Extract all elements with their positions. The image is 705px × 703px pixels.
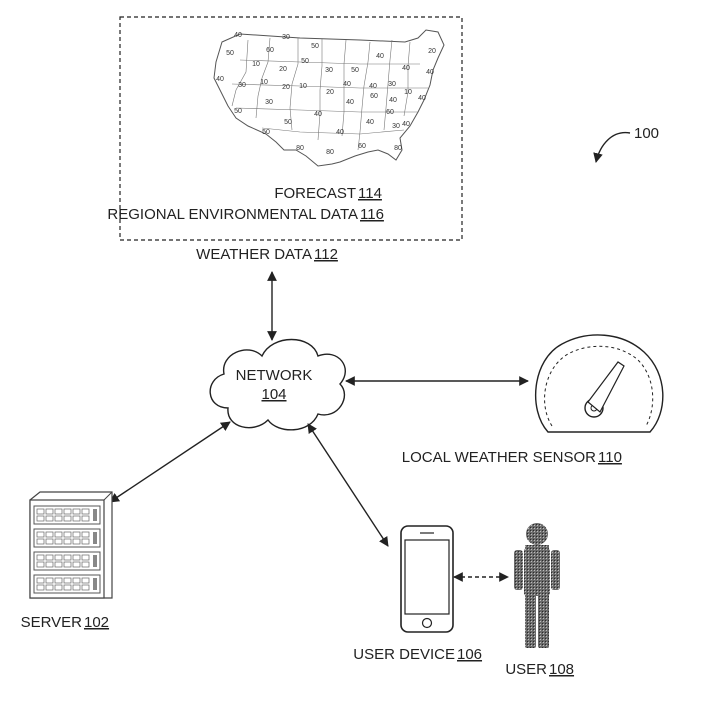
map-value-label: 20 <box>428 48 436 55</box>
forecast-text: FORECAST <box>274 185 356 202</box>
map-value-label: 20 <box>279 66 287 73</box>
connector-network-server <box>109 421 231 503</box>
map-value-label: 30 <box>392 123 400 130</box>
server-ref: 102 <box>84 614 109 631</box>
map-value-label: 40 <box>389 97 397 104</box>
map-value-label: 20 <box>326 89 334 96</box>
figure-ref-label: 100 <box>634 125 659 142</box>
regional-data-ref: 116 <box>360 206 384 223</box>
connectors <box>109 271 529 582</box>
user-device-ref: 106 <box>457 646 482 663</box>
map-value-label: 40 <box>346 99 354 106</box>
map-value-label: 40 <box>336 129 344 136</box>
network-ref: 104 <box>261 386 286 403</box>
map-value-label: 80 <box>326 149 334 156</box>
map-value-label: 30 <box>325 67 333 74</box>
server-drive-unit <box>33 551 101 571</box>
regional-data-text: REGIONAL ENVIRONMENTAL DATA <box>107 206 358 223</box>
map-value-label: 50 <box>284 119 292 126</box>
map-value-label: 40 <box>376 53 384 60</box>
weather-data-border <box>119 16 463 241</box>
map-value-label: 10 <box>252 61 260 68</box>
map-value-label: 80 <box>394 145 402 152</box>
map-value-label: 40 <box>369 83 377 90</box>
us-map-state-lines <box>231 37 428 151</box>
weather-data-label: WEATHER DATA 112 <box>196 246 338 263</box>
map-value-label: 80 <box>296 145 304 152</box>
map-value-label: 10 <box>260 79 268 86</box>
map-value-label: 30 <box>388 81 396 88</box>
map-value-label: 10 <box>404 89 412 96</box>
map-value-label: 50 <box>226 50 234 57</box>
network-cloud: NETWORK 104 <box>209 338 346 431</box>
map-value-label: 40 <box>366 119 374 126</box>
map-value-label: 30 <box>238 82 246 89</box>
weather-data-text: WEATHER DATA <box>196 246 312 263</box>
user-device: USER DEVICE 106 <box>353 525 482 663</box>
person-icon <box>514 523 560 648</box>
user-label: USER <box>505 661 547 678</box>
map-value-label: 40 <box>234 32 242 39</box>
map-value-label: 50 <box>262 129 270 136</box>
user-ref: 108 <box>549 661 574 678</box>
user-device-label: USER DEVICE <box>353 646 455 663</box>
map-value-label: 60 <box>266 47 274 54</box>
map-value-label: 40 <box>343 81 351 88</box>
server: SERVER 102 <box>21 491 113 631</box>
map-value-label: 60 <box>370 93 378 100</box>
map-value-label: 40 <box>314 111 322 118</box>
map-value-label: 50 <box>301 58 309 65</box>
local-weather-sensor: LOCAL WEATHER SENSOR 110 <box>402 334 664 466</box>
map-value-label: 60 <box>386 109 394 116</box>
map-value-label: 20 <box>282 84 290 91</box>
map-value-label: 40 <box>402 121 410 128</box>
map-value-label: 40 <box>418 95 426 102</box>
sensor-ref: 110 <box>598 449 622 466</box>
gauge-icon <box>535 334 664 433</box>
figure-reference: 100 <box>593 125 659 163</box>
map-value-label: 60 <box>358 143 366 150</box>
forecast-ref: 114 <box>358 185 382 202</box>
server-drive-unit <box>33 574 101 594</box>
map-value-label: 40 <box>216 76 224 83</box>
connector-network-device <box>307 423 389 547</box>
regional-data-label: REGIONAL ENVIRONMENTAL DATA 116 <box>107 206 384 223</box>
server-drive-unit <box>33 505 101 525</box>
cloud-icon <box>209 338 346 431</box>
map-value-label: 40 <box>426 69 434 76</box>
map-value-label: 50 <box>351 67 359 74</box>
map-value-label: 30 <box>265 99 273 106</box>
map-value-label: 10 <box>299 83 307 90</box>
server-drive-unit <box>33 528 101 548</box>
network-label: NETWORK <box>236 367 313 384</box>
forecast-label: FORECAST 114 <box>274 185 382 202</box>
map-value-label: 40 <box>402 65 410 72</box>
map-value-label: 30 <box>282 34 290 41</box>
server-label: SERVER <box>21 614 83 631</box>
sensor-label: LOCAL WEATHER SENSOR <box>402 449 596 466</box>
map-value-label: 50 <box>311 43 319 50</box>
server-rack-icon <box>29 491 113 599</box>
user: USER 108 <box>505 523 574 678</box>
weather-data-ref: 112 <box>314 246 338 263</box>
smartphone-icon <box>400 525 454 633</box>
map-value-label: 50 <box>234 108 242 115</box>
